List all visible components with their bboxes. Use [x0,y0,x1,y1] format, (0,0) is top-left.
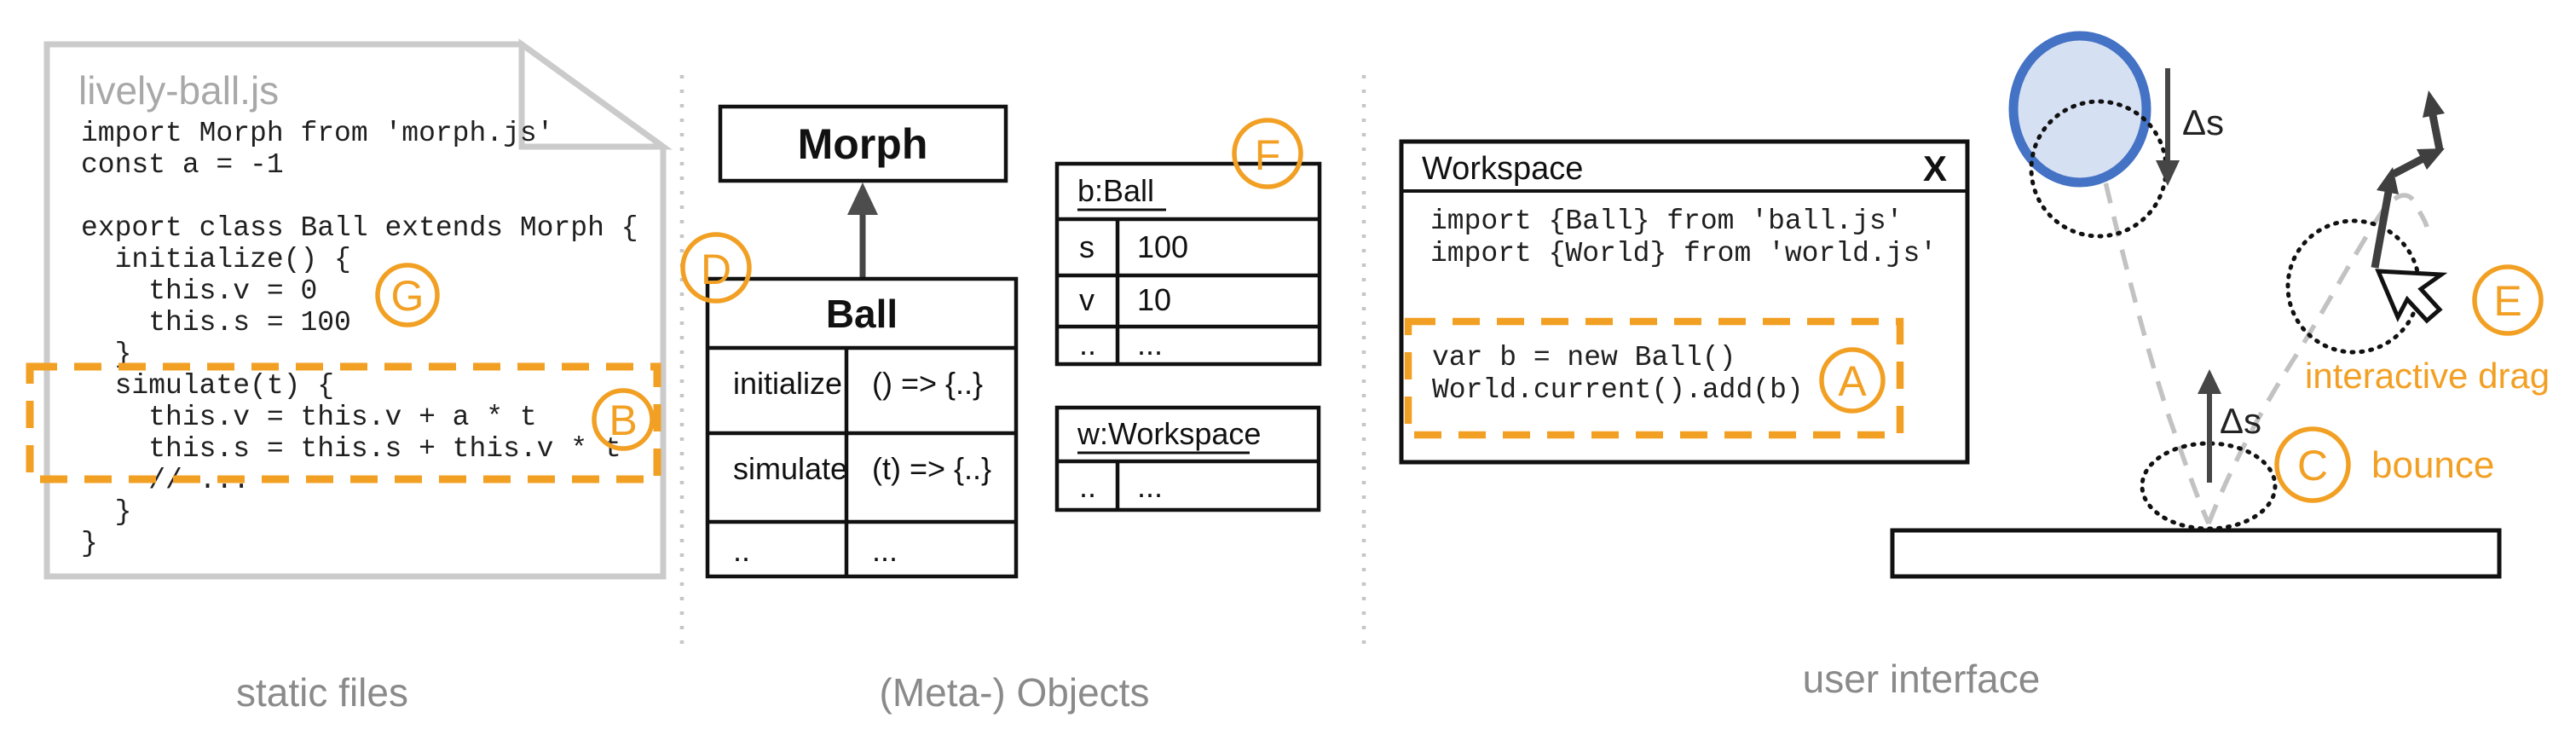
annotation-g: G [375,263,440,327]
ball-morph[interactable] [2008,31,2151,188]
interactive-drag-caption: interactive drag [2305,356,2550,396]
delta-s-label: Δs [2182,102,2224,142]
section-label-meta-objects: (Meta-) Objects [880,670,1150,715]
floor [1890,528,2502,579]
annotation-circle [1819,347,1886,414]
code-line: initialize() { [81,244,351,275]
method-value: ... [872,533,898,568]
annotation-circle [2472,264,2544,336]
field-name: .. [1079,469,1096,504]
drag-segment [2428,110,2444,151]
annotation-e: E [2472,264,2544,336]
document-page-shape [43,41,667,580]
annotation-letter: E [2493,277,2521,325]
code-line: this.v = 0 [81,275,317,307]
workspace-window[interactable]: Workspace X import {Ball} from 'ball.js'… [1399,139,1970,465]
method-value: (t) => {..} [872,451,991,486]
class-diagram: Morph Ball initialize () => {..} simulat… [680,104,1322,579]
workspace-code-editor[interactable]: import {Ball} from 'ball.js' import {Wor… [1430,206,1937,406]
code-line: const a = -1 [81,149,284,181]
annotation-letter: B [609,397,637,444]
arrow-head-icon [2198,369,2221,394]
method-name: .. [733,533,750,568]
arrow-head-icon [2377,167,2399,194]
close-button[interactable]: X [1923,148,1947,188]
snippet-highlight-box [1404,317,1904,439]
object-outline [1054,161,1322,367]
morph-class-box [718,104,1008,183]
code-line: export class Ball extends Morph { [81,212,638,244]
workspace-window-title: Workspace [1422,151,1583,187]
document-folded-corner-icon [518,38,673,150]
code-line: } [81,528,98,559]
annotation-circle [592,388,655,451]
object-outline [1054,405,1321,512]
arrow-head-icon [2417,148,2445,170]
workspace-window-frame [1399,139,1970,465]
object-title: b:Ball [1077,173,1154,208]
annotation-circle [2274,426,2351,503]
delta-s-rise-arrow: Δs [2198,369,2261,483]
code-line: this.v = this.v + a * t [81,402,537,433]
section-label-static-files: static files [236,670,408,715]
ball-class-box: Ball initialize () => {..} simulate (t) … [705,276,1019,579]
drag-path-arrows [2371,90,2445,269]
mouse-cursor-icon [2375,269,2448,324]
annotation-circle [680,232,752,304]
simulate-highlight-box [26,362,661,483]
code-line: simulate(t) { [81,370,334,402]
delta-s-label: Δs [2220,401,2261,441]
annotation-letter: C [2297,442,2328,489]
method-value: () => {..} [872,366,983,401]
field-value: ... [1137,469,1163,504]
arrow-head-icon [2156,160,2180,186]
annotation-letter: A [1838,357,1867,405]
code-line[interactable]: import {World} from 'world.js' [1430,238,1937,269]
annotation-circle [375,263,440,327]
rise-trajectory [2206,193,2429,525]
code-line[interactable]: World.current().add(b) [1432,374,1804,406]
annotation-d: D [680,232,752,304]
annotation-b: B [592,388,655,451]
annotation-circle [1232,118,1303,189]
annotation-f: F [1232,118,1303,189]
drag-segment [2371,182,2394,269]
object-title: w:Workspace [1077,416,1261,451]
code-line: this.s = 100 [81,307,351,339]
code-line[interactable]: import {Ball} from 'ball.js' [1430,206,1903,237]
b-ball-object-table: b:Ball s 100 v 10 .. ... [1054,161,1322,367]
field-name: .. [1079,327,1096,362]
delta-s-fall-arrow: Δs [2156,68,2224,186]
annotation-a: A [1819,347,1886,414]
ball-class-outline [705,276,1019,579]
file-name: lively-ball.js [78,68,279,113]
ball-ghost-bounce [2140,441,2278,531]
bounce-caption: bounce [2371,444,2494,486]
method-name: initialize [733,366,842,401]
field-value: 10 [1137,282,1171,317]
annotation-letter: G [391,272,425,320]
field-name: s [1079,229,1095,264]
bouncing-ball-scene: Δs Δs C bounce E interac [1890,31,2550,579]
code-line: } [81,496,131,528]
code-line: this.s = this.s + this.v * t [81,433,621,465]
field-name: v [1079,282,1095,317]
field-value: ... [1137,327,1163,362]
ball-class-title: Ball [826,292,898,336]
method-name: simulate [733,451,847,486]
morph-class-title: Morph [798,120,928,168]
annotation-c: C [2274,426,2351,503]
annotation-letter: F [1255,131,1281,179]
field-value: 100 [1137,229,1188,264]
w-workspace-object-table: w:Workspace .. ... [1054,405,1321,512]
code-line: import Morph from 'morph.js' [81,118,554,149]
code-line[interactable]: var b = new Ball() [1432,342,1736,373]
inheritance-arrowhead-icon [847,182,878,215]
section-label-user-interface: user interface [1803,657,2041,701]
static-file-document: lively-ball.js import Morph from 'morph.… [26,38,673,580]
annotation-letter: D [701,246,731,293]
file-code-block: import Morph from 'morph.js' const a = -… [81,118,638,559]
arrow-head-icon [2423,90,2445,118]
